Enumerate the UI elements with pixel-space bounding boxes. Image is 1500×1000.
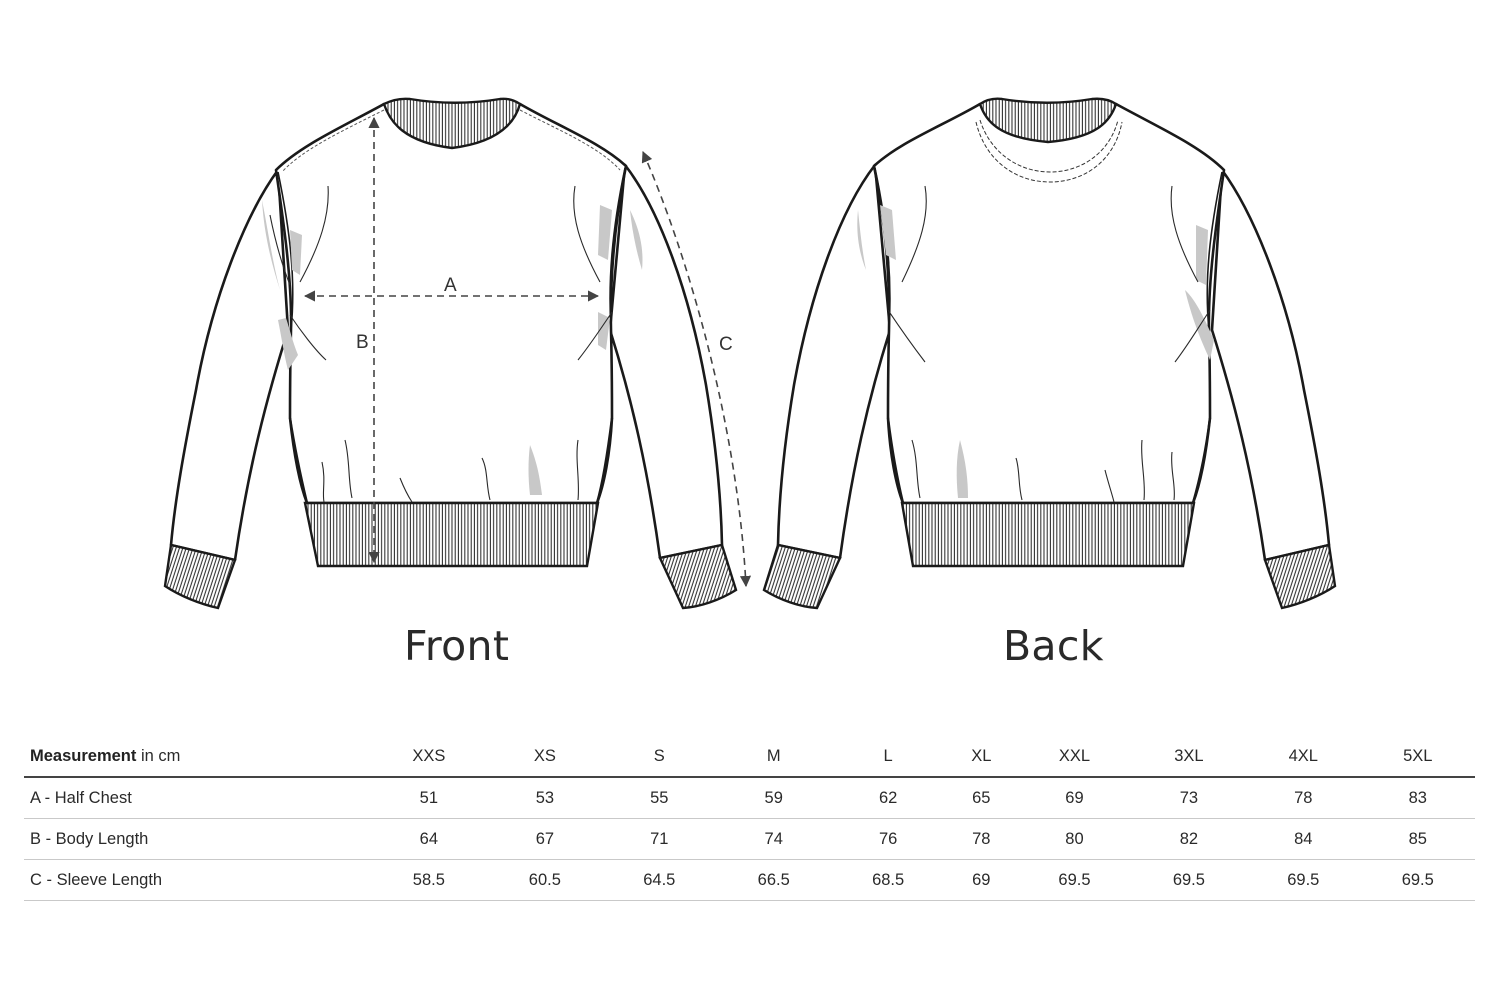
table-cell: 71 bbox=[602, 818, 717, 860]
size-header: 3XL bbox=[1131, 736, 1247, 778]
size-header: L bbox=[830, 736, 946, 778]
table-cell: 74 bbox=[716, 818, 831, 860]
size-header: XXL bbox=[1017, 736, 1132, 778]
row-label: B - Body Length bbox=[24, 818, 370, 860]
back-left-cuff bbox=[762, 543, 842, 610]
front-left-sleeve bbox=[169, 168, 290, 562]
table-cell: 65 bbox=[945, 777, 1018, 819]
table-cell: 55 bbox=[602, 777, 717, 819]
table-cell: 78 bbox=[1246, 777, 1361, 819]
table-cell: 62 bbox=[830, 777, 946, 819]
table-cell: 69.5 bbox=[1131, 859, 1247, 901]
front-body bbox=[274, 102, 628, 505]
table-row: A - Half Chest 51 53 55 59 62 65 69 73 7… bbox=[24, 777, 1475, 819]
row-label: A - Half Chest bbox=[24, 777, 370, 819]
table-cell: 68.5 bbox=[830, 859, 946, 901]
front-sweatshirt: A B C bbox=[163, 97, 752, 610]
size-header: 5XL bbox=[1360, 736, 1475, 778]
dimension-b-label: B bbox=[356, 332, 369, 353]
table-row: C - Sleeve Length 58.5 60.5 64.5 66.5 68… bbox=[24, 859, 1475, 901]
dimension-c-label: C bbox=[719, 334, 733, 355]
table-cell: 82 bbox=[1131, 818, 1247, 860]
front-left-cuff bbox=[163, 543, 237, 610]
back-hem-rib bbox=[900, 501, 1196, 568]
table-cell: 69.5 bbox=[1246, 859, 1361, 901]
measurement-header-unit: in cm bbox=[136, 746, 181, 765]
table-cell: 76 bbox=[830, 818, 946, 860]
table-cell: 59 bbox=[716, 777, 831, 819]
row-label: C - Sleeve Length bbox=[24, 859, 370, 901]
back-right-sleeve bbox=[1210, 168, 1331, 562]
table-cell: 85 bbox=[1360, 818, 1475, 860]
table-cell: 84 bbox=[1246, 818, 1361, 860]
back-left-sleeve bbox=[776, 163, 892, 560]
size-table: Measurement in cm XXS XS S M L XL XXL 3X… bbox=[24, 736, 1475, 901]
table-cell: 69 bbox=[945, 859, 1018, 901]
table-cell: 80 bbox=[1017, 818, 1132, 860]
back-body bbox=[872, 102, 1226, 505]
table-cell: 69.5 bbox=[1017, 859, 1132, 901]
table-cell: 58.5 bbox=[370, 859, 488, 901]
table-cell: 51 bbox=[370, 777, 488, 819]
table-cell: 60.5 bbox=[487, 859, 603, 901]
table-cell: 78 bbox=[945, 818, 1018, 860]
size-header: 4XL bbox=[1246, 736, 1361, 778]
table-cell: 64.5 bbox=[602, 859, 717, 901]
table-cell: 53 bbox=[487, 777, 603, 819]
garment-figure: A B C bbox=[163, 97, 1337, 670]
table-cell: 67 bbox=[487, 818, 603, 860]
table-cell: 73 bbox=[1131, 777, 1247, 819]
front-collar-rib bbox=[382, 97, 522, 150]
measurement-header-bold: Measurement bbox=[30, 746, 137, 765]
back-right-cuff bbox=[1263, 543, 1337, 610]
size-header: XS bbox=[487, 736, 603, 778]
size-header: S bbox=[602, 736, 717, 778]
front-right-cuff bbox=[658, 543, 738, 610]
table-cell: 83 bbox=[1360, 777, 1475, 819]
back-sweatshirt bbox=[762, 97, 1337, 610]
sweatshirt-drawings: A B C bbox=[163, 97, 1337, 610]
measurement-header: Measurement in cm bbox=[24, 736, 370, 778]
dimension-c-line bbox=[641, 150, 752, 588]
front-hem-rib bbox=[303, 501, 600, 568]
size-header: M bbox=[716, 736, 831, 778]
table-cell: 66.5 bbox=[716, 859, 831, 901]
back-collar-rib bbox=[978, 97, 1118, 144]
back-view-label: Back bbox=[1003, 622, 1104, 670]
size-header: XXS bbox=[370, 736, 488, 778]
table-cell: 69.5 bbox=[1360, 859, 1475, 901]
size-table-header: Measurement in cm XXS XS S M L XL XXL 3X… bbox=[24, 736, 1475, 778]
dimension-a-label: A bbox=[444, 275, 457, 296]
table-cell: 64 bbox=[370, 818, 488, 860]
table-row: B - Body Length 64 67 71 74 76 78 80 82 … bbox=[24, 818, 1475, 860]
front-right-sleeve bbox=[608, 163, 724, 560]
table-cell: 69 bbox=[1017, 777, 1132, 819]
front-view-label: Front bbox=[404, 622, 510, 670]
size-header: XL bbox=[945, 736, 1018, 778]
